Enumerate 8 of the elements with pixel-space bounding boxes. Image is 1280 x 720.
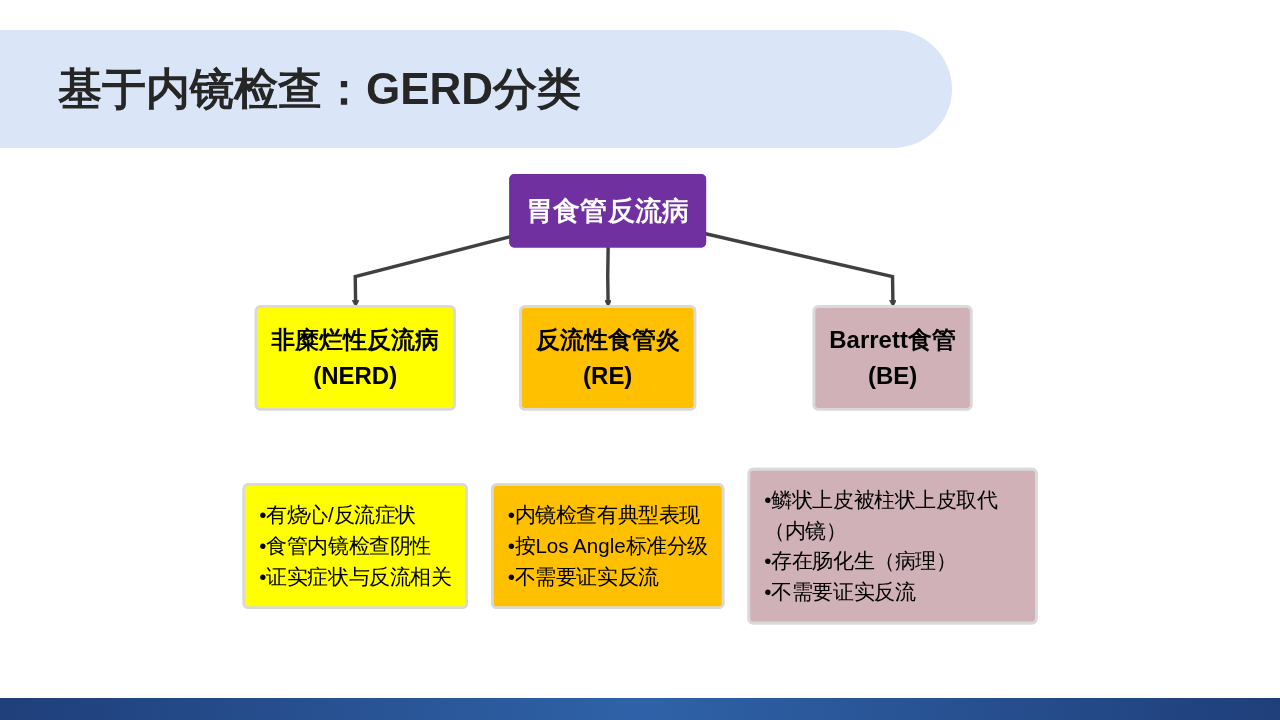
category-box: 非糜烂性反流病 (NERD) (254, 305, 456, 411)
category-box: Barrett食管 (BE) (812, 305, 973, 411)
disease-box: 胃食管反流病 (509, 174, 707, 248)
criteria-box: •内镜检查有典型表现 •按Los Angle标准分级 •不需要证实反流 (490, 483, 725, 610)
criteria-box: •有烧心/反流症状 •食管内镜检查阴性 •证实症状与反流相关 (242, 483, 468, 610)
criteria-box: •鳞状上皮被柱状上皮取代（内镜） •存在肠化生（病理） •不需要证实反流 (747, 467, 1038, 625)
slide-title: 基于内镜检查：GERD分类 (58, 63, 582, 115)
category-box: 反流性食管炎 (RE) (519, 305, 697, 411)
